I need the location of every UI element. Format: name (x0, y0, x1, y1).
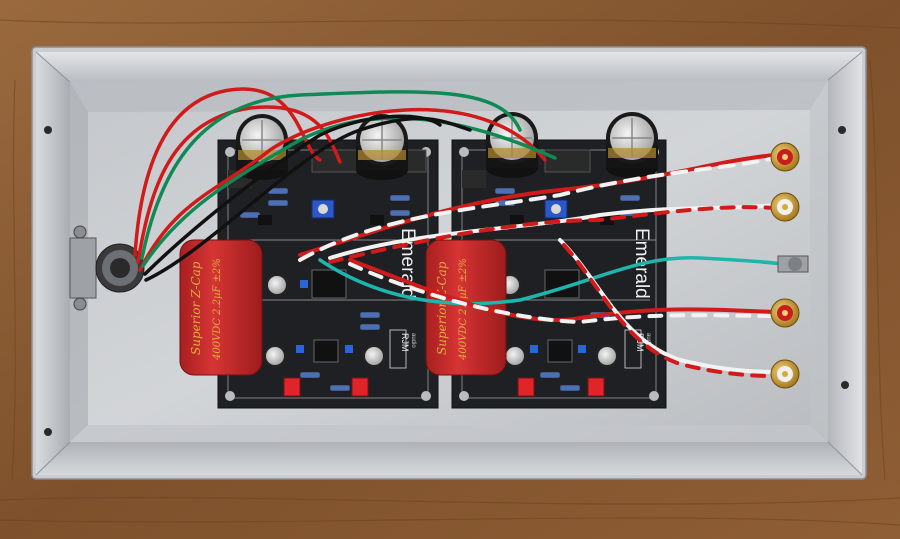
film-cap-text-line2-left: 400VDC 2.2µF ±2% (212, 258, 223, 361)
wood-grain (0, 19, 900, 526)
pcb-brand-sub-left: audio (410, 333, 416, 348)
pcb-brand-sub-right: audio (645, 333, 651, 348)
power-connector (69, 225, 145, 311)
wiring (133, 87, 792, 378)
film-cap-text-line1-left: Superior Z-Cap (189, 261, 203, 355)
film-cap-text-line2-right: 400VDC 2.2µF ±2% (458, 258, 469, 361)
film-capacitor-left: Superior Z-Cap 400VDC 2.2µF ±2% (179, 239, 263, 376)
pcb-brand-left: RJM (400, 333, 410, 352)
film-capacitor-right: Superior Z-Cap 400VDC 2.2µF ±2% (425, 239, 507, 376)
rca-jacks (770, 142, 809, 389)
film-cap-text-line1-right: Superior Z-Cap (435, 261, 449, 355)
